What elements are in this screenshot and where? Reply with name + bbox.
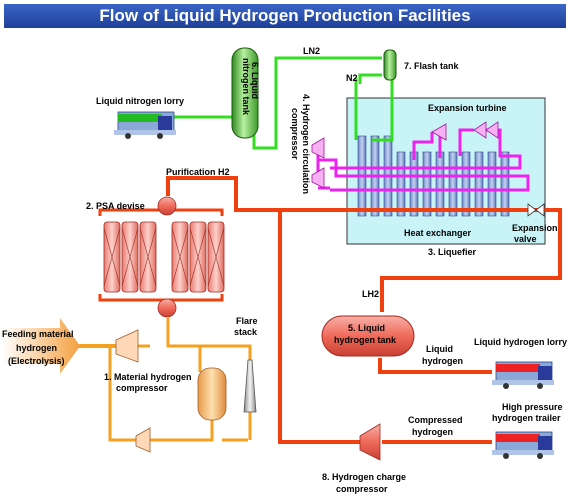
hp-trailer-label-2: hydrogen trailer (492, 413, 561, 423)
ln-tank-label-1: 6. Liquid (250, 62, 260, 99)
flare-label-2: stack (234, 327, 258, 337)
compressed-hydrogen-label-2: hydrogen (412, 427, 453, 437)
charge-compressor-label-1: 8. Hydrogen charge (322, 472, 406, 482)
feed-label-2: hydrogen (16, 343, 57, 353)
hydrogen-circulation-compressor (311, 137, 325, 189)
liquid-hydrogen-tank (321, 315, 415, 357)
liquid-hydrogen-label-2: hydrogen (422, 356, 463, 366)
circulation-compressor-label-2: compressor (290, 108, 300, 160)
liquefier-box (346, 97, 546, 245)
expansion-turbine-label: Expansion turbine (428, 103, 507, 113)
feed-arrow (2, 318, 80, 374)
lh2-tank-label-1: 5. Liquid (348, 323, 385, 333)
nitrogen-line (172, 56, 394, 150)
compressed-hydrogen-label-1: Compressed (408, 415, 463, 425)
flare-label-1: Flare (236, 316, 258, 326)
feed-label-3: (Electrolysis) (8, 356, 65, 366)
purification-h2-label: Purification H2 (166, 167, 230, 177)
liquid-hydrogen-lorry (492, 361, 554, 389)
circulation-compressor-label-1: 4. Hydrogen circulation (301, 94, 311, 194)
page-title: Flow of Liquid Hydrogen Production Facil… (99, 6, 471, 25)
charge-compressor-label-2: compressor (336, 484, 388, 494)
buffer-tank (197, 367, 227, 421)
lh2-tank-label-2: hydrogen tank (334, 335, 397, 345)
expansion-valve-label-1: Expansion (512, 223, 558, 233)
lh2-lorry-label: Liquid hydrogen lorry (474, 337, 567, 347)
feed-label-1: Feeding material (2, 329, 74, 339)
flash-tank (383, 49, 397, 81)
hp-trailer-label-1: High pressure (502, 402, 563, 412)
heat-exchanger-label: Heat exchanger (404, 228, 472, 238)
expansion-valve-label-2: valve (514, 234, 537, 244)
title-bar: Flow of Liquid Hydrogen Production Facil… (4, 4, 566, 28)
n2-label: N2 (346, 73, 358, 83)
ln2-label: LN2 (303, 46, 320, 56)
flare-stack (243, 359, 257, 413)
flash-tank-label: 7. Flash tank (404, 61, 460, 71)
hydrogen-line (166, 176, 562, 444)
liquid-hydrogen-label-1: Liquid (426, 344, 453, 354)
liquefier-label: 3. Liquefier (428, 247, 477, 257)
expansion-turbine (431, 121, 499, 141)
material-compressor-label-1: 1. Material hydrogen (104, 372, 192, 382)
hydrogen-charge-compressor (359, 423, 381, 461)
liquid-nitrogen-lorry-label: Liquid nitrogen lorry (96, 96, 184, 106)
liquid-nitrogen-lorry (114, 111, 176, 139)
psa-device (103, 196, 225, 318)
high-pressure-hydrogen-trailer (492, 431, 554, 459)
material-compressor-label-2: compressor (116, 383, 168, 393)
liquid-nitrogen-tank (231, 47, 259, 139)
ln-tank-label-2: nitrogen tank (241, 58, 251, 116)
psa-device-label: 2. PSA devise (86, 201, 145, 211)
expansion-valve (527, 203, 545, 217)
lh2-label: LH2 (362, 289, 379, 299)
material-hydrogen-compressor (115, 329, 151, 453)
